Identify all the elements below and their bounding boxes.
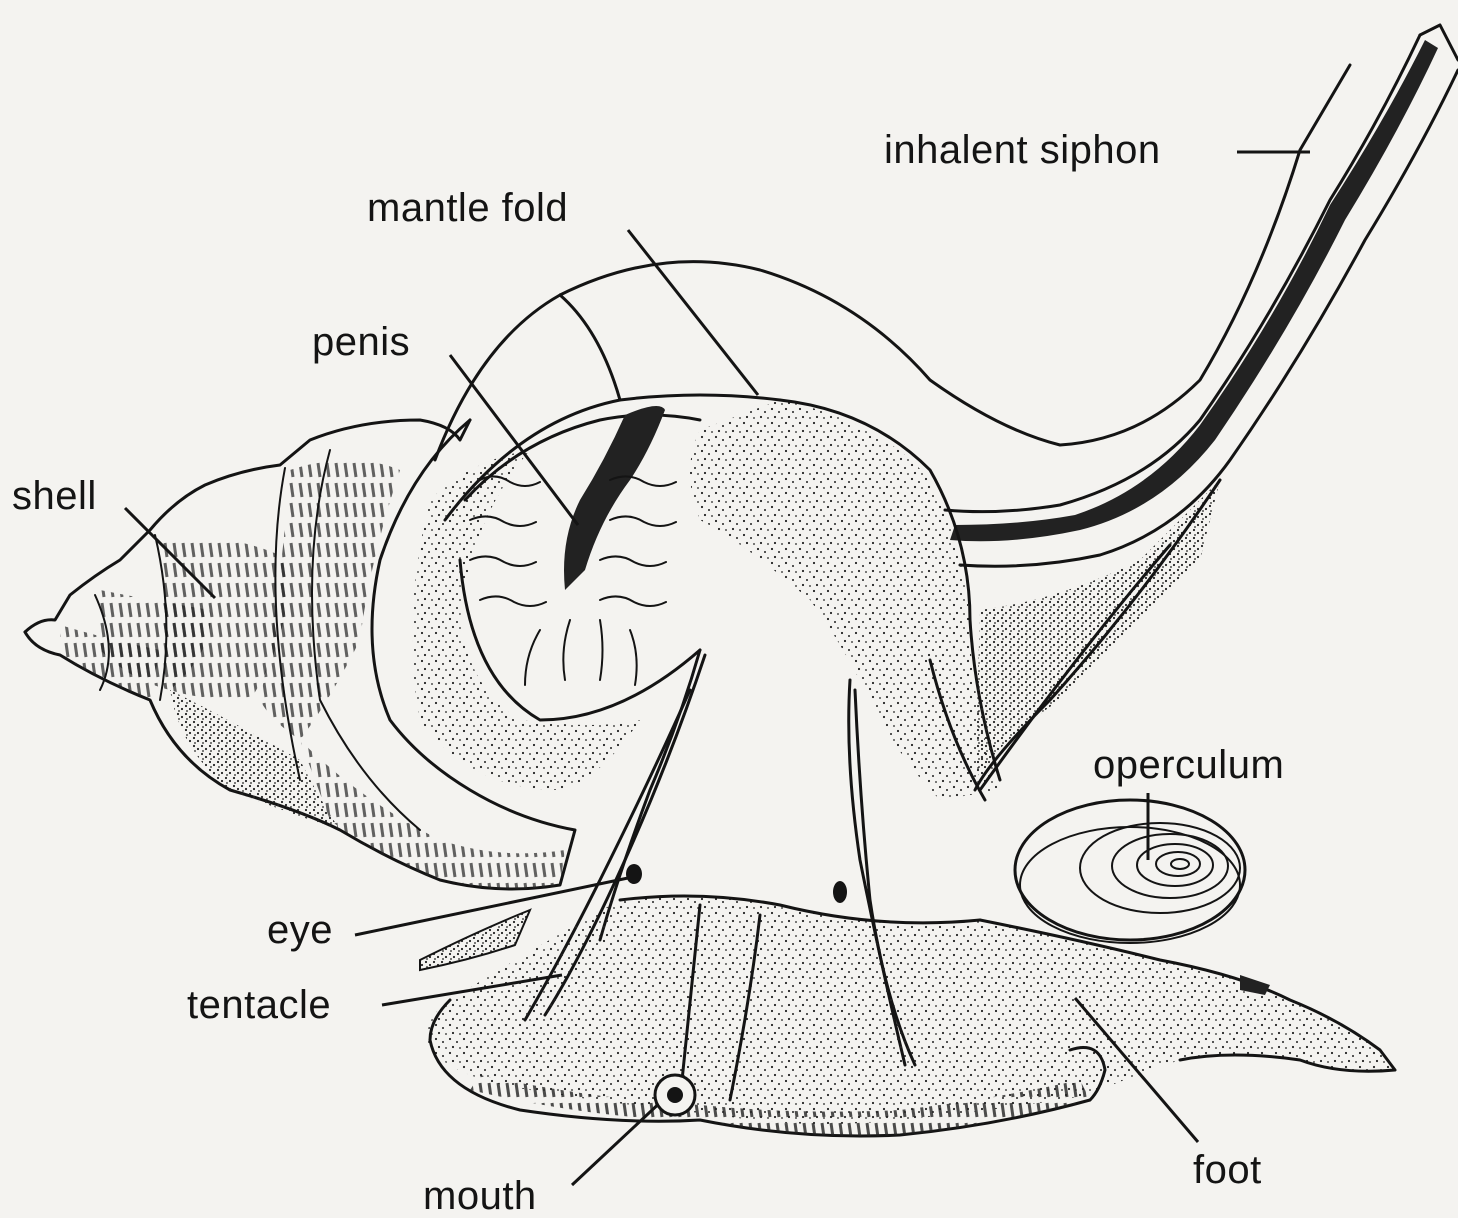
label-operculum: operculum [1093,745,1284,785]
inhalent-siphon [945,25,1458,566]
eye-spot-right [833,881,847,903]
eye-spot [626,864,642,884]
label-mouth: mouth [423,1176,537,1216]
foot [428,896,1396,1136]
operculum [1015,800,1245,943]
label-mantle-fold: mantle fold [367,188,568,228]
label-inhalent-siphon: inhalent siphon [884,130,1161,170]
penis [470,406,676,685]
label-shell: shell [12,476,97,516]
label-eye: eye [267,910,333,950]
label-foot: foot [1193,1150,1262,1190]
label-tentacle: tentacle [187,985,331,1025]
mouth-opening [667,1087,683,1103]
leader-mantle-fold [628,230,758,395]
label-penis: penis [312,322,410,362]
